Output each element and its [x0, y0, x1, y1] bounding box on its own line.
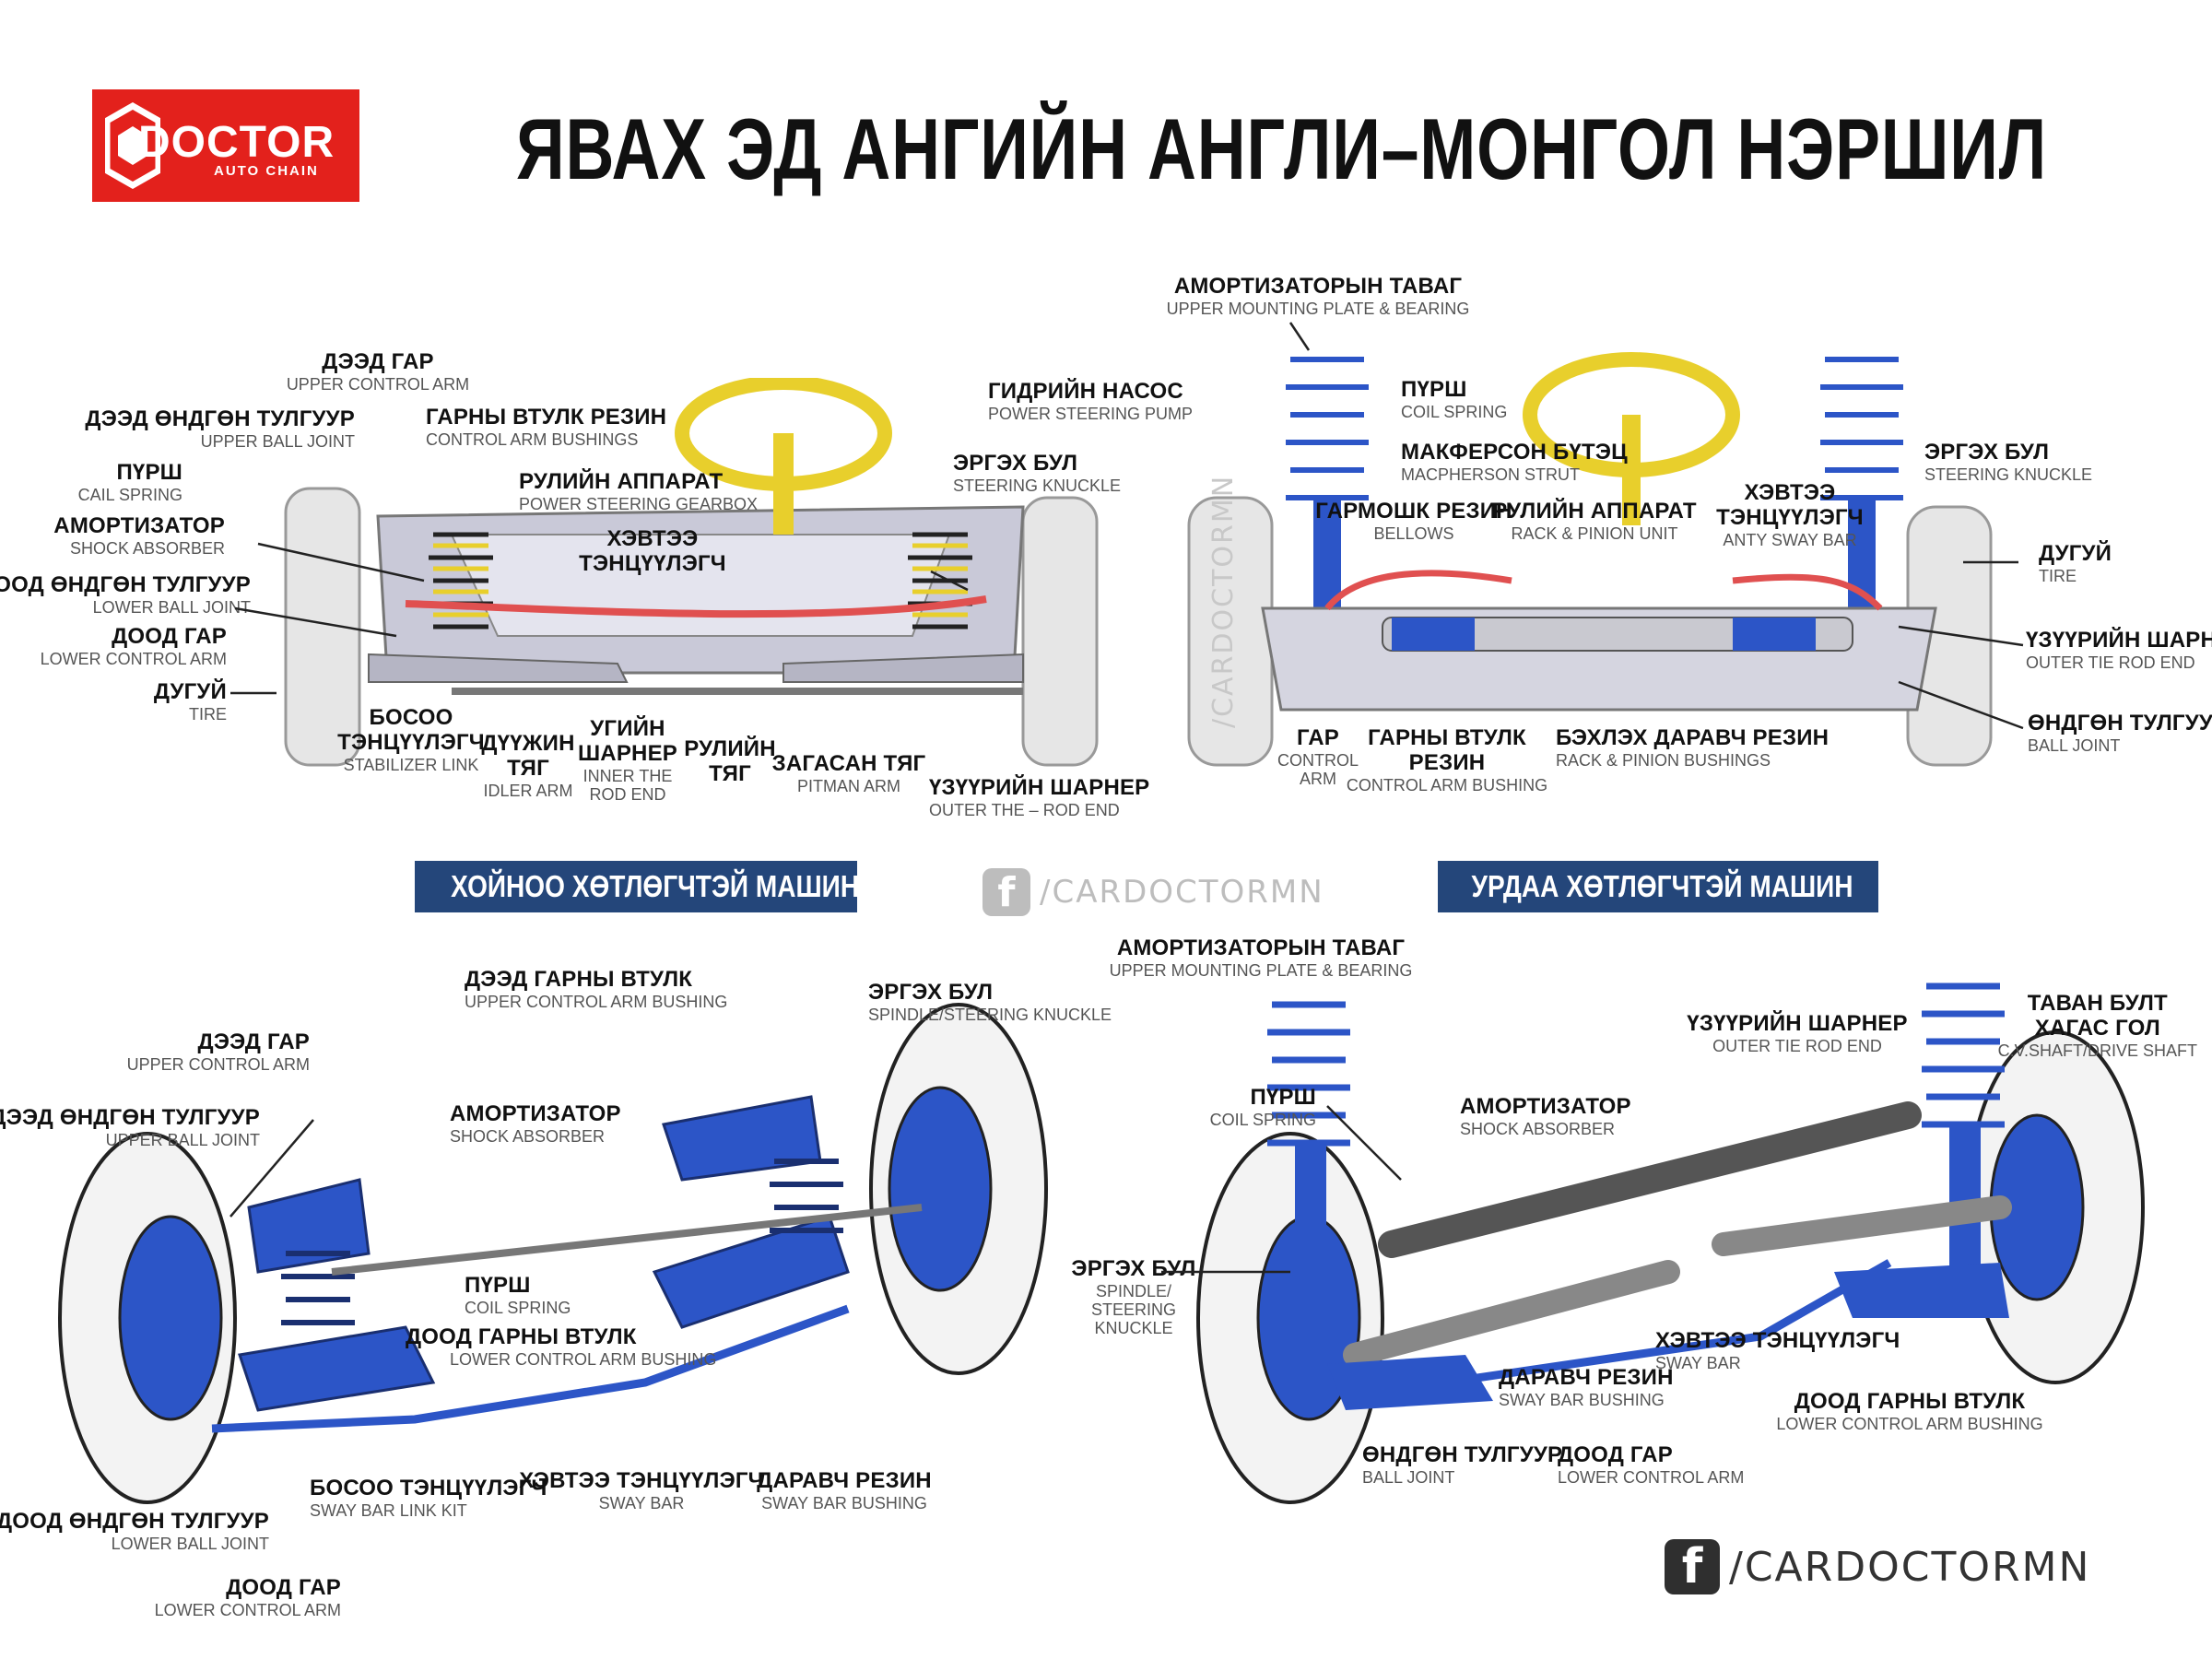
- fwd-front-view-illustration: [1187, 352, 1993, 767]
- fwd-perspective-illustration: [1196, 982, 2145, 1504]
- watermark-vertical: /CARDOCTORMN: [1207, 474, 1240, 728]
- banner-rwd: ХОЙНОО ХӨТЛӨГЧТЭЙ МАШИН: [415, 861, 859, 912]
- facebook-footer[interactable]: f /CARDOCTORMN: [1665, 1539, 2090, 1594]
- logo-name: DOCTOR: [138, 118, 335, 167]
- rwd-perspective-illustration: [58, 1003, 1048, 1504]
- facebook-icon: f: [1665, 1539, 1720, 1594]
- facebook-icon: f: [982, 868, 1030, 916]
- logo-hexagon-icon: [105, 102, 160, 189]
- banner-fwd: УРДАА ХӨТЛӨГЧТЭЙ МАШИН: [1438, 861, 1878, 912]
- watermark-facebook-center: f /CARDOCTORMN: [982, 868, 1324, 916]
- page-title: ЯВАХ ЭД АНГИЙН АНГЛИ–МОНГОЛ НЭРШИЛ: [516, 100, 2047, 197]
- facebook-handle[interactable]: /CARDOCTORMN: [1729, 1543, 2091, 1591]
- brand-logo: DOCTOR AUTO CHAIN: [92, 89, 359, 202]
- logo-subtitle: AUTO CHAIN: [214, 163, 319, 179]
